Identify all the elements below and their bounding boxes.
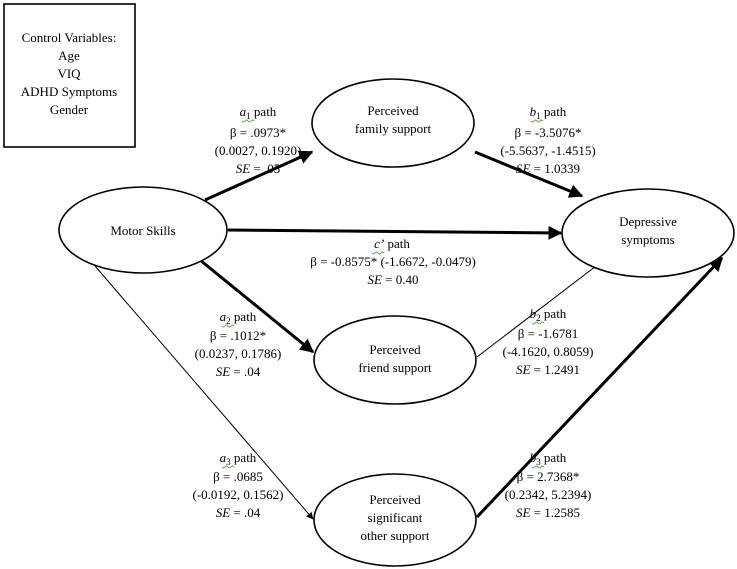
label-a2-se: SE = .04 — [216, 364, 261, 379]
control-variable-adhd: ADHD Symptoms — [21, 84, 117, 99]
label-b1-se: SE = 1.0339 — [516, 161, 580, 176]
edge-b3 — [475, 256, 724, 519]
edge-b1 — [474, 150, 584, 198]
label-b2-path: b2 path — [530, 306, 567, 323]
edge-a3 — [94, 265, 314, 520]
label-b3-se: SE = 1.2585 — [516, 505, 580, 520]
control-variable-gender: Gender — [50, 102, 89, 117]
control-variable-age: Age — [58, 48, 80, 63]
label-b1-beta: β = -3.5076* — [514, 125, 581, 140]
node-depressive-line2: symptoms — [621, 232, 674, 247]
label-a1-path: a1 path — [240, 104, 277, 121]
label-a2: a2 path β = .1012* (0.0237, 0.1786) SE =… — [195, 309, 282, 379]
edge-a2 — [199, 258, 315, 354]
label-a1-beta: β = .0973* — [230, 125, 286, 140]
label-c-se: SE = 0.40 — [367, 272, 418, 287]
control-variable-viq: VIQ — [57, 66, 81, 81]
label-a3-path: a3 path — [220, 450, 257, 467]
label-a3-ci: (-0.0192, 0.1562) — [193, 487, 284, 502]
node-friend-support-line1: Perceived — [369, 342, 421, 357]
label-b1-path: b1 path — [530, 104, 567, 121]
label-b3: b3 path β = 2.7368* (0.2342, 5.2394) SE … — [505, 450, 592, 520]
label-a1-ci: (0.0027, 0.1920) — [215, 143, 302, 158]
label-a3-se: SE = .04 — [216, 505, 261, 520]
control-variables-box: Control Variables: Age VIQ ADHD Symptoms… — [3, 3, 136, 148]
node-motor-skills: Motor Skills — [58, 186, 228, 274]
label-a3-beta: β = .0685 — [213, 469, 263, 484]
node-family-support-line2: family support — [355, 121, 432, 136]
label-b1: b1 path β = -3.5076* (-5.5637, -1.4515) … — [500, 104, 595, 176]
node-significant-other-support: Perceived significant other support — [313, 473, 477, 567]
edge-c — [227, 225, 563, 240]
node-motor-skills-label: Motor Skills — [110, 223, 175, 238]
edge-a1 — [204, 150, 314, 202]
node-family-support: Perceived family support — [311, 78, 475, 168]
control-variables-title: Control Variables: — [22, 30, 117, 45]
node-family-support-line1: Perceived — [367, 103, 419, 118]
node-friend-support: Perceived friend support — [313, 315, 477, 405]
label-a3: a3 path β = .0685 (-0.0192, 0.1562) SE =… — [193, 450, 284, 520]
node-other-line1: Perceived — [369, 492, 421, 507]
label-b2-se: SE = 1.2491 — [516, 362, 580, 377]
label-c-prime: c’ path β = -0.8575* (-1.6672, -0.0479) … — [310, 236, 476, 287]
node-other-line3: other support — [361, 528, 430, 543]
label-b2-beta: β = -1.6781 — [518, 326, 579, 341]
node-friend-support-line2: friend support — [358, 360, 432, 375]
label-a2-path: a2 path — [220, 309, 257, 326]
label-a1: a1 path β = .0973* (0.0027, 0.1920) SE =… — [215, 104, 302, 176]
label-a2-beta: β = .1012* — [210, 328, 266, 343]
label-b2: b2 path β = -1.6781 (-4.1620, 0.8059) SE… — [503, 306, 594, 377]
edge-b2 — [476, 262, 601, 358]
label-b1-ci: (-5.5637, -1.4515) — [500, 143, 595, 158]
label-c-path: c’ path — [374, 236, 410, 251]
label-a1-se: SE = .05 — [236, 161, 281, 176]
node-depressive-symptoms: Depressive symptoms — [561, 188, 735, 278]
label-b2-ci: (-4.1620, 0.8059) — [503, 344, 594, 359]
label-a2-ci: (0.0237, 0.1786) — [195, 346, 282, 361]
label-b3-path: b3 path — [530, 450, 567, 467]
edges — [94, 150, 724, 520]
label-c-beta-ci: β = -0.8575* (-1.6672, -0.0479) — [310, 254, 476, 269]
node-depressive-line1: Depressive — [619, 214, 677, 229]
label-b3-ci: (0.2342, 5.2394) — [505, 487, 592, 502]
label-b3-beta: β = 2.7368* — [517, 469, 580, 484]
node-other-line2: significant — [368, 510, 423, 525]
